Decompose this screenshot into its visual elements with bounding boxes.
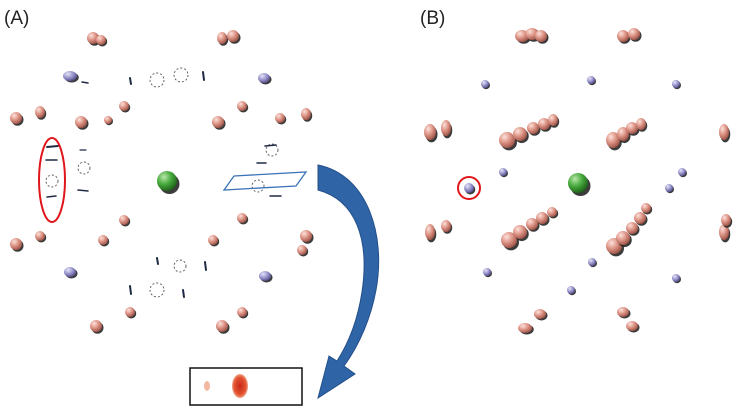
purple-density-blob (64, 267, 76, 277)
inset-spot (232, 374, 248, 398)
pink-density-blob (518, 323, 532, 333)
pink-density-blob (297, 245, 307, 255)
pink-density-blob (237, 213, 247, 223)
panel-a-dashed-circles (45, 67, 279, 298)
dashed-circle (149, 72, 165, 88)
pink-density-blob (513, 127, 527, 141)
pink-density-blob (628, 28, 640, 40)
panel-a-fragments (45, 71, 282, 298)
dashed-circle (173, 67, 189, 83)
panel-a-density-map (10, 30, 314, 334)
pink-density-blob (634, 212, 646, 224)
purple-density-blob (63, 71, 77, 81)
purple-density-blob (483, 268, 491, 276)
pink-density-blob (617, 127, 629, 141)
pink-density-blob (217, 32, 227, 44)
pink-density-blob (719, 224, 729, 240)
pink-density-blob (719, 124, 729, 140)
purple-density-blob (672, 80, 680, 88)
pink-density-blob (721, 214, 731, 226)
pink-density-blob (538, 118, 550, 130)
purple-density-blob (499, 168, 507, 176)
pink-density-blob (125, 307, 135, 317)
pink-density-blob (617, 307, 629, 317)
pink-density-blob (547, 207, 557, 217)
pink-density-blob (425, 224, 435, 240)
pink-density-blob (441, 220, 451, 232)
pink-density-blob (237, 101, 247, 111)
inset-panel (189, 367, 303, 406)
pink-density-blob (526, 218, 538, 230)
pink-density-blob (75, 116, 87, 128)
pink-density-blob (90, 320, 102, 332)
highlight-ellipse (38, 137, 66, 223)
pink-density-blob (499, 132, 515, 148)
pink-density-blob (636, 118, 646, 130)
pink-density-blob (216, 320, 228, 332)
curved-arrow-icon (317, 164, 380, 400)
purple-density-blob (259, 271, 271, 281)
highlight-circle (457, 176, 481, 200)
panel-label-a: (A) (4, 8, 29, 29)
purple-density-blob (588, 258, 596, 266)
pink-density-blob (626, 122, 638, 134)
pink-density-blob (87, 32, 99, 44)
purple-density-blob (567, 286, 575, 294)
panel-label-b: (B) (420, 8, 445, 29)
pink-density-blob (300, 230, 312, 242)
green-sphere-icon (568, 173, 588, 193)
pink-density-blob (548, 114, 558, 126)
purple-density-blob (587, 76, 595, 84)
purple-density-blob (665, 184, 673, 192)
pink-density-blob (98, 235, 108, 245)
pink-density-blob (536, 212, 548, 224)
dashed-circle (149, 282, 165, 298)
purple-density-blob (258, 73, 270, 83)
dashed-circle (173, 259, 187, 273)
pink-density-blob (501, 232, 517, 248)
pink-density-blob (301, 108, 311, 120)
pink-density-blob (35, 231, 45, 241)
pink-density-blob (208, 235, 218, 245)
pink-density-blob (104, 116, 112, 124)
pink-density-blob (119, 101, 129, 111)
pink-density-blob (441, 120, 451, 136)
pink-density-blob (513, 225, 527, 239)
pink-density-blob (626, 321, 638, 331)
dashed-circle (251, 179, 265, 193)
pink-density-blob (527, 122, 539, 134)
pink-density-blob (212, 116, 224, 128)
inset-spot-faint (204, 381, 210, 391)
pink-density-blob (227, 30, 239, 42)
pink-density-blob (617, 30, 629, 42)
purple-density-blob (481, 80, 489, 88)
purple-density-blob (678, 168, 686, 176)
pink-density-blob (535, 30, 547, 42)
pink-density-blob (275, 113, 285, 123)
pink-density-blob (96, 35, 106, 45)
panel-b-density-map (424, 28, 733, 335)
pink-density-blob (641, 203, 651, 213)
pink-density-blob (237, 307, 247, 317)
pink-density-blob (626, 222, 638, 234)
dashed-circle (45, 174, 59, 188)
pink-density-blob (424, 124, 436, 140)
pink-density-blob (10, 238, 22, 250)
pink-density-blob (534, 309, 546, 319)
purple-density-blob (672, 274, 680, 282)
green-sphere-icon (157, 171, 177, 191)
dashed-circle (265, 143, 279, 157)
pink-density-blob (606, 132, 620, 148)
pink-density-blob (616, 231, 630, 245)
dashed-circle (77, 161, 91, 175)
pink-density-blob (35, 106, 45, 118)
pink-density-blob (10, 112, 22, 124)
pink-density-blob (119, 215, 129, 225)
purple-density-blob (464, 183, 474, 193)
plane-parallelogram-icon (222, 171, 308, 191)
